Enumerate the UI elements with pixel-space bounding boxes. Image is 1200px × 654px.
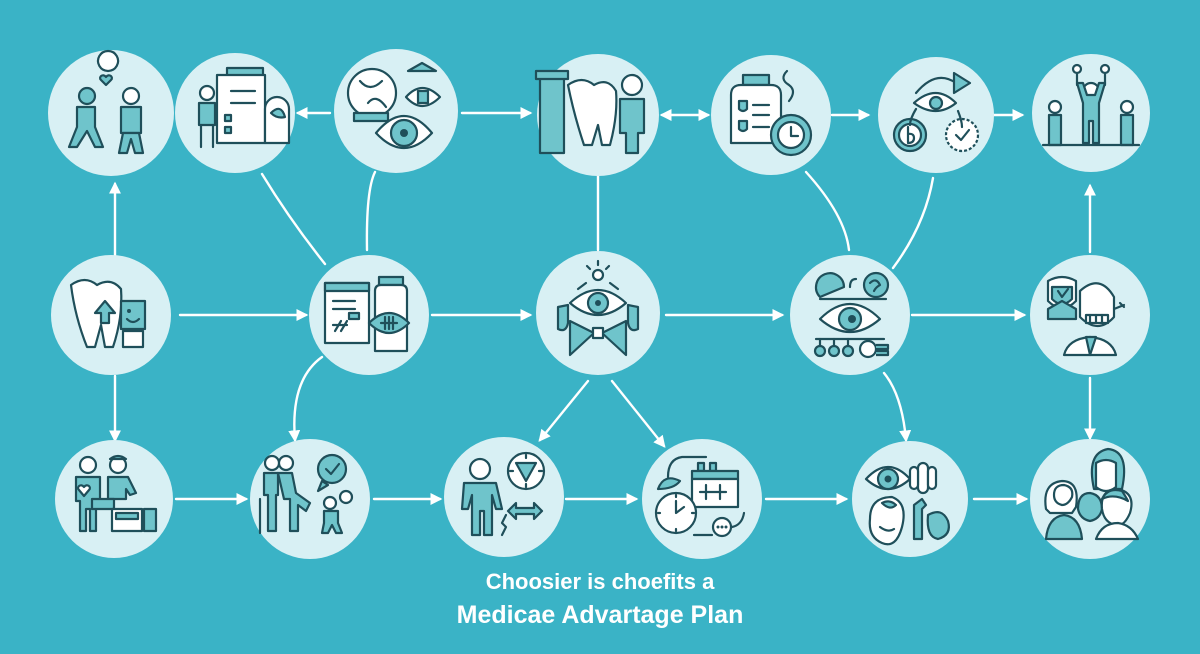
node-eye-vision-collage: [334, 49, 458, 173]
node-clock-calendar-schedule: [642, 439, 762, 559]
node-family-group: [1030, 439, 1150, 559]
line-r1c2-to-r2c2: [260, 172, 327, 266]
line-r1c3-to-r2c2: [365, 170, 377, 252]
eye-cycle-arrows-icon: [892, 71, 980, 153]
group-celebration-icon: [1041, 63, 1141, 147]
tooth-dental-person-icon: [534, 69, 646, 155]
arrow-r2c2-to-r3c2: [288, 355, 324, 443]
person-clock-arrows-icon: [460, 451, 546, 537]
caption-line-2: Medicae Advartage Plan: [456, 601, 744, 629]
node-tooth-arrow-child: [51, 255, 171, 375]
node-caregivers-luggage: [55, 440, 173, 558]
tooth-arrow-child-icon: [69, 278, 147, 349]
arrow-r2c3-to-r3c3: [538, 379, 590, 442]
doctor-shield-heart-icon: [1046, 275, 1126, 357]
couple-heart-icon: [67, 49, 145, 155]
node-eye-hearing-dental: [852, 441, 968, 557]
node-person-clock-arrows: [444, 437, 564, 557]
eye-vision-collage-icon: [346, 61, 442, 149]
arrow-r2c4-to-r3c5: [882, 371, 912, 443]
line-r1c5-to-r2c4: [804, 170, 851, 252]
connectors: [109, 107, 1096, 505]
node-family-support-heart: [250, 439, 370, 559]
family-group-icon: [1044, 447, 1140, 541]
node-tooth-dental-person: [534, 54, 659, 176]
node-prescription-bottle: [309, 255, 429, 375]
node-couple-heart: [48, 49, 174, 176]
eye-hearing-dental-icon: [864, 461, 950, 546]
node-doctor-shield-heart: [1030, 255, 1150, 375]
node-eye-hands-bowtie: [536, 251, 660, 375]
caption-line-1: Choosier is choefits a: [485, 569, 715, 594]
medication-bottle-clock-icon: [729, 69, 813, 157]
person-checklist-board-icon: [197, 66, 291, 149]
caregivers-luggage-icon: [74, 454, 158, 533]
node-person-checklist-board: [175, 53, 295, 173]
node-medication-bottle-clock: [711, 55, 831, 175]
eye-exam-flowchart-icon: [813, 271, 890, 359]
node-group-celebration: [1032, 54, 1150, 172]
arrow-r2c3-to-r3c4: [610, 379, 666, 448]
node-eye-exam-flowchart: [790, 255, 910, 375]
family-support-heart-icon: [258, 453, 354, 535]
clock-calendar-schedule-icon: [654, 455, 746, 538]
line-r1c6-to-r2c4: [891, 176, 935, 270]
prescription-bottle-icon: [323, 275, 411, 353]
node-eye-cycle-arrows: [878, 57, 994, 173]
eye-hands-bowtie-icon: [556, 259, 640, 357]
